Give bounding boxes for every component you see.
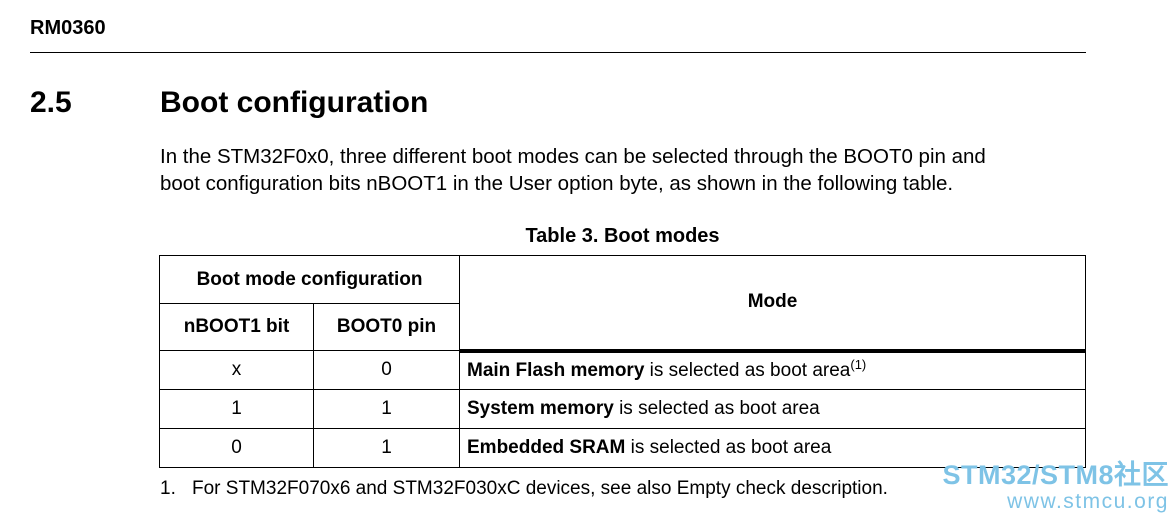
- nboot1-cell: x: [159, 350, 314, 390]
- section-number: 2.5: [30, 86, 72, 119]
- mode-cell: System memory is selected as boot area: [459, 389, 1086, 429]
- boot0-pin-header: BOOT0 pin: [313, 303, 460, 351]
- nboot1-cell: 1: [159, 389, 314, 429]
- boot0-cell: 0: [313, 350, 460, 390]
- nboot1-cell: 0: [159, 428, 314, 468]
- mode-header: Mode: [459, 255, 1086, 353]
- boot0-cell: 1: [313, 389, 460, 429]
- section-title: Boot configuration: [160, 86, 429, 119]
- footnote-ref[interactable]: (1): [850, 356, 867, 372]
- intro-line-2: boot configuration bits nBOOT1 in the Us…: [160, 172, 954, 195]
- mode-bold-text: System memory: [467, 398, 614, 419]
- intro-paragraph: In the STM32F0x0, three different boot m…: [160, 143, 1100, 197]
- mode-text: is selected as boot area: [613, 398, 820, 419]
- table-footnote: 1. For STM32F070x6 and STM32F030xC device…: [160, 478, 888, 500]
- mode-text: is selected as boot area: [625, 437, 832, 458]
- footnote-text: For STM32F070x6 and STM32F030xC devices,…: [192, 478, 888, 499]
- mode-bold-text: Main Flash memory: [467, 359, 645, 381]
- intro-line-1: In the STM32F0x0, three different boot m…: [160, 145, 986, 168]
- mode-text: is selected as boot area: [644, 359, 851, 381]
- table-caption: Table 3. Boot modes: [525, 225, 720, 247]
- header-rule: [30, 52, 1086, 53]
- mode-bold-text: Embedded SRAM: [467, 437, 626, 458]
- document-id: RM0360: [30, 17, 106, 39]
- watermark-url: www.stmcu.org: [1007, 490, 1169, 513]
- table-row: 1 1 System memory is selected as boot ar…: [159, 389, 1086, 429]
- boot-modes-table: Boot mode configuration Mode nBOOT1 bit …: [159, 255, 1086, 468]
- mode-cell: Embedded SRAM is selected as boot area: [459, 428, 1086, 468]
- watermark: STM32/STM8社区 www.stmcu.org: [942, 460, 1169, 513]
- mode-cell: Main Flash memory is selected as boot ar…: [459, 350, 1086, 390]
- nboot1-bit-header: nBOOT1 bit: [159, 303, 314, 351]
- table-row: x 0 Main Flash memory is selected as boo…: [159, 350, 1086, 390]
- footnote-number: 1.: [160, 478, 176, 499]
- table-row: 0 1 Embedded SRAM is selected as boot ar…: [159, 428, 1086, 468]
- boot-mode-configuration-header: Boot mode configuration: [159, 255, 460, 304]
- watermark-title: STM32/STM8社区: [942, 460, 1169, 490]
- boot0-cell: 1: [313, 428, 460, 468]
